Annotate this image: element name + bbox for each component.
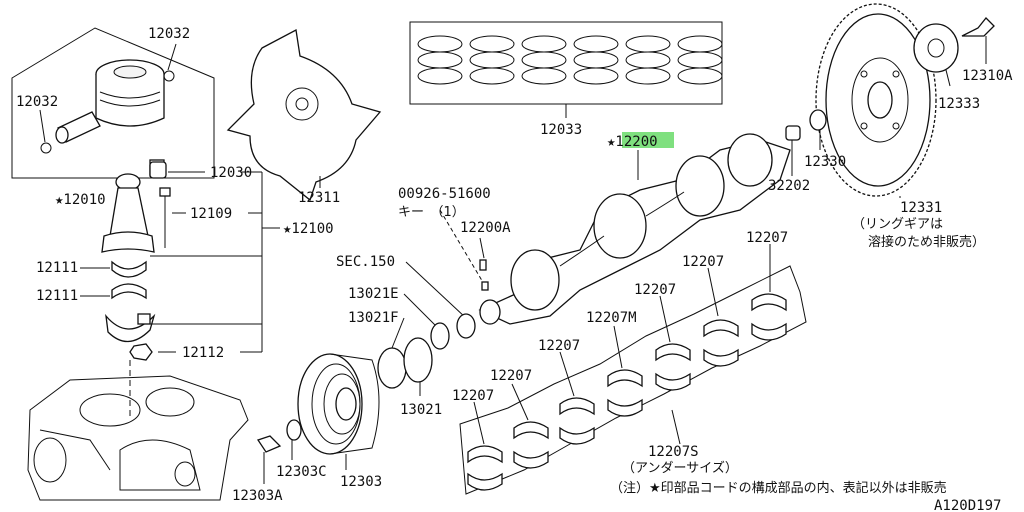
label-12311[interactable]: 12311 xyxy=(298,190,340,206)
label-12207-5[interactable]: 12207 xyxy=(682,254,724,270)
label-12111-upper[interactable]: 12111 xyxy=(36,260,78,276)
label-12207S[interactable]: 12207S xyxy=(648,444,699,460)
ring-gear-note-line2: 溶接のため非販売） xyxy=(868,234,985,250)
key-part xyxy=(479,259,487,271)
engine-block-sketch xyxy=(27,375,249,501)
label-12310A[interactable]: 12310A xyxy=(962,68,1013,84)
crank-pulley xyxy=(297,353,380,455)
label-00926-51600[interactable]: 00926-51600 xyxy=(398,186,491,202)
label-12207-4[interactable]: 12207 xyxy=(634,282,676,298)
label-12010[interactable]: ★12010 xyxy=(55,192,106,208)
piston-rings-box xyxy=(409,21,723,105)
sprocket-13021F xyxy=(377,347,407,389)
label-12032-left[interactable]: 12032 xyxy=(16,94,58,110)
label-12200A[interactable]: 12200A xyxy=(460,220,511,236)
connecting-rod xyxy=(101,159,171,361)
label-12030[interactable]: 12030 xyxy=(210,165,252,181)
main-bearings-staircase xyxy=(459,265,807,495)
washer-12303C xyxy=(286,419,302,441)
label-12331[interactable]: 12331 xyxy=(900,200,942,216)
label-12333[interactable]: 12333 xyxy=(938,96,980,112)
label-32202[interactable]: 32202 xyxy=(768,178,810,194)
label-12100[interactable]: ★12100 xyxy=(283,221,334,237)
pilot-bearing xyxy=(785,125,801,141)
label-SEC150[interactable]: SEC.150 xyxy=(336,254,395,270)
label-12033[interactable]: 12033 xyxy=(540,122,582,138)
label-12207-2[interactable]: 12207 xyxy=(490,368,532,384)
label-12032-top[interactable]: 12032 xyxy=(148,26,190,42)
label-12207M[interactable]: 12207M xyxy=(586,310,637,326)
washer-13021E xyxy=(430,322,450,350)
label-12200[interactable]: ★12200 xyxy=(607,134,658,150)
flywheel-bolt xyxy=(961,17,995,37)
label-12207-1[interactable]: 12207 xyxy=(452,388,494,404)
footnote: （注）★印部品コードの構成部品の内、表記以外は非販売 xyxy=(610,480,947,496)
flex-plate xyxy=(226,28,382,202)
label-12112[interactable]: 12112 xyxy=(182,345,224,361)
label-13021[interactable]: 13021 xyxy=(400,402,442,418)
label-key: キー （1） xyxy=(398,205,465,220)
diagram-id: A120D197 xyxy=(934,498,1001,512)
ring-gear-note-line1: （リングギアは xyxy=(852,217,943,232)
plate-12333 xyxy=(913,23,959,73)
piston-assembly-box xyxy=(11,27,215,179)
front-seal xyxy=(456,313,476,339)
label-12207-3[interactable]: 12207 xyxy=(538,338,580,354)
label-12109[interactable]: 12109 xyxy=(190,206,232,222)
label-13021E[interactable]: 13021E xyxy=(348,286,399,302)
label-13021F[interactable]: 13021F xyxy=(348,310,399,326)
label-12303A[interactable]: 12303A xyxy=(232,488,283,504)
flywheel xyxy=(815,3,937,197)
washer-12330 xyxy=(809,109,827,131)
label-12330[interactable]: 12330 xyxy=(804,154,846,170)
label-12200-highlight xyxy=(622,132,674,148)
label-12303[interactable]: 12303 xyxy=(340,474,382,490)
sprocket-13021 xyxy=(403,337,433,383)
label-12207S-note: （アンダーサイズ） xyxy=(622,460,738,476)
pulley-bolt xyxy=(256,435,282,453)
crankshaft xyxy=(478,133,791,325)
label-12207-6[interactable]: 12207 xyxy=(746,230,788,246)
label-12303C[interactable]: 12303C xyxy=(276,464,327,480)
label-12111-lower[interactable]: 12111 xyxy=(36,288,78,304)
